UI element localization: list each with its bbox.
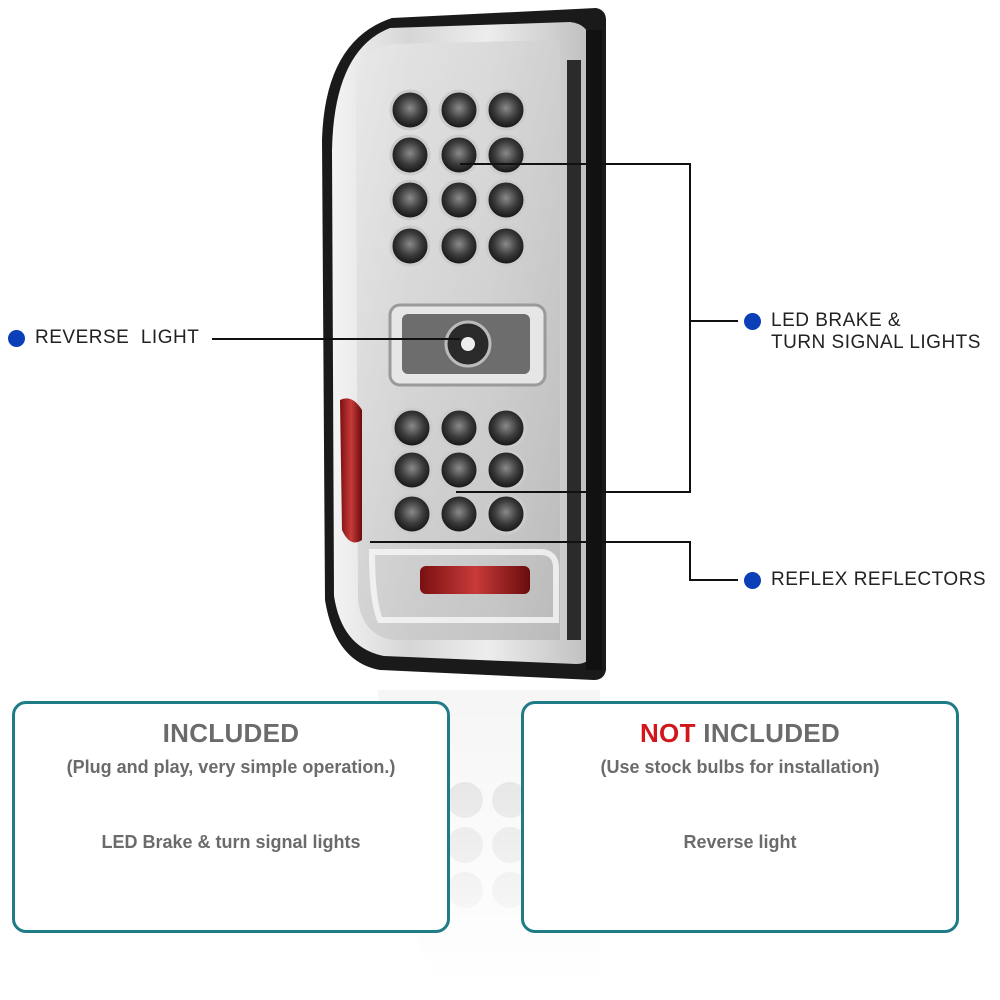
reflex-reflectors-label: REFLEX REFLECTORS xyxy=(771,569,987,590)
included-word: INCLUDED xyxy=(695,718,841,748)
not-included-subtitle: (Use stock bulbs for installation) xyxy=(600,757,880,777)
included-subtitle: (Plug and play, very simple operation.) xyxy=(66,757,396,777)
bullet-dot-icon xyxy=(744,572,761,589)
reflex-reflectors-callout: REFLEX REFLECTORS xyxy=(744,569,986,591)
reverse-light-callout: REVERSE LIGHT xyxy=(8,327,199,349)
included-box: INCLUDED (Plug and play, very simple ope… xyxy=(12,701,450,933)
led-brake-label-line2: TURN SIGNAL LIGHTS xyxy=(771,332,981,353)
included-title: INCLUDED xyxy=(162,718,300,748)
led-brake-turn-callout: LED BRAKE & TURN SIGNAL LIGHTS xyxy=(744,310,981,354)
included-item: LED Brake & turn signal lights xyxy=(101,832,361,852)
not-word: NOT xyxy=(639,718,696,748)
not-included-item: Reverse light xyxy=(683,832,797,852)
not-included-box: NOT INCLUDED (Use stock bulbs for instal… xyxy=(521,701,959,933)
bullet-dot-icon xyxy=(744,313,761,330)
led-brake-label-line1: LED BRAKE & xyxy=(771,310,902,331)
reverse-light-label: REVERSE LIGHT xyxy=(35,327,200,348)
bullet-dot-icon xyxy=(8,330,25,347)
not-included-title: NOT INCLUDED xyxy=(524,718,956,749)
